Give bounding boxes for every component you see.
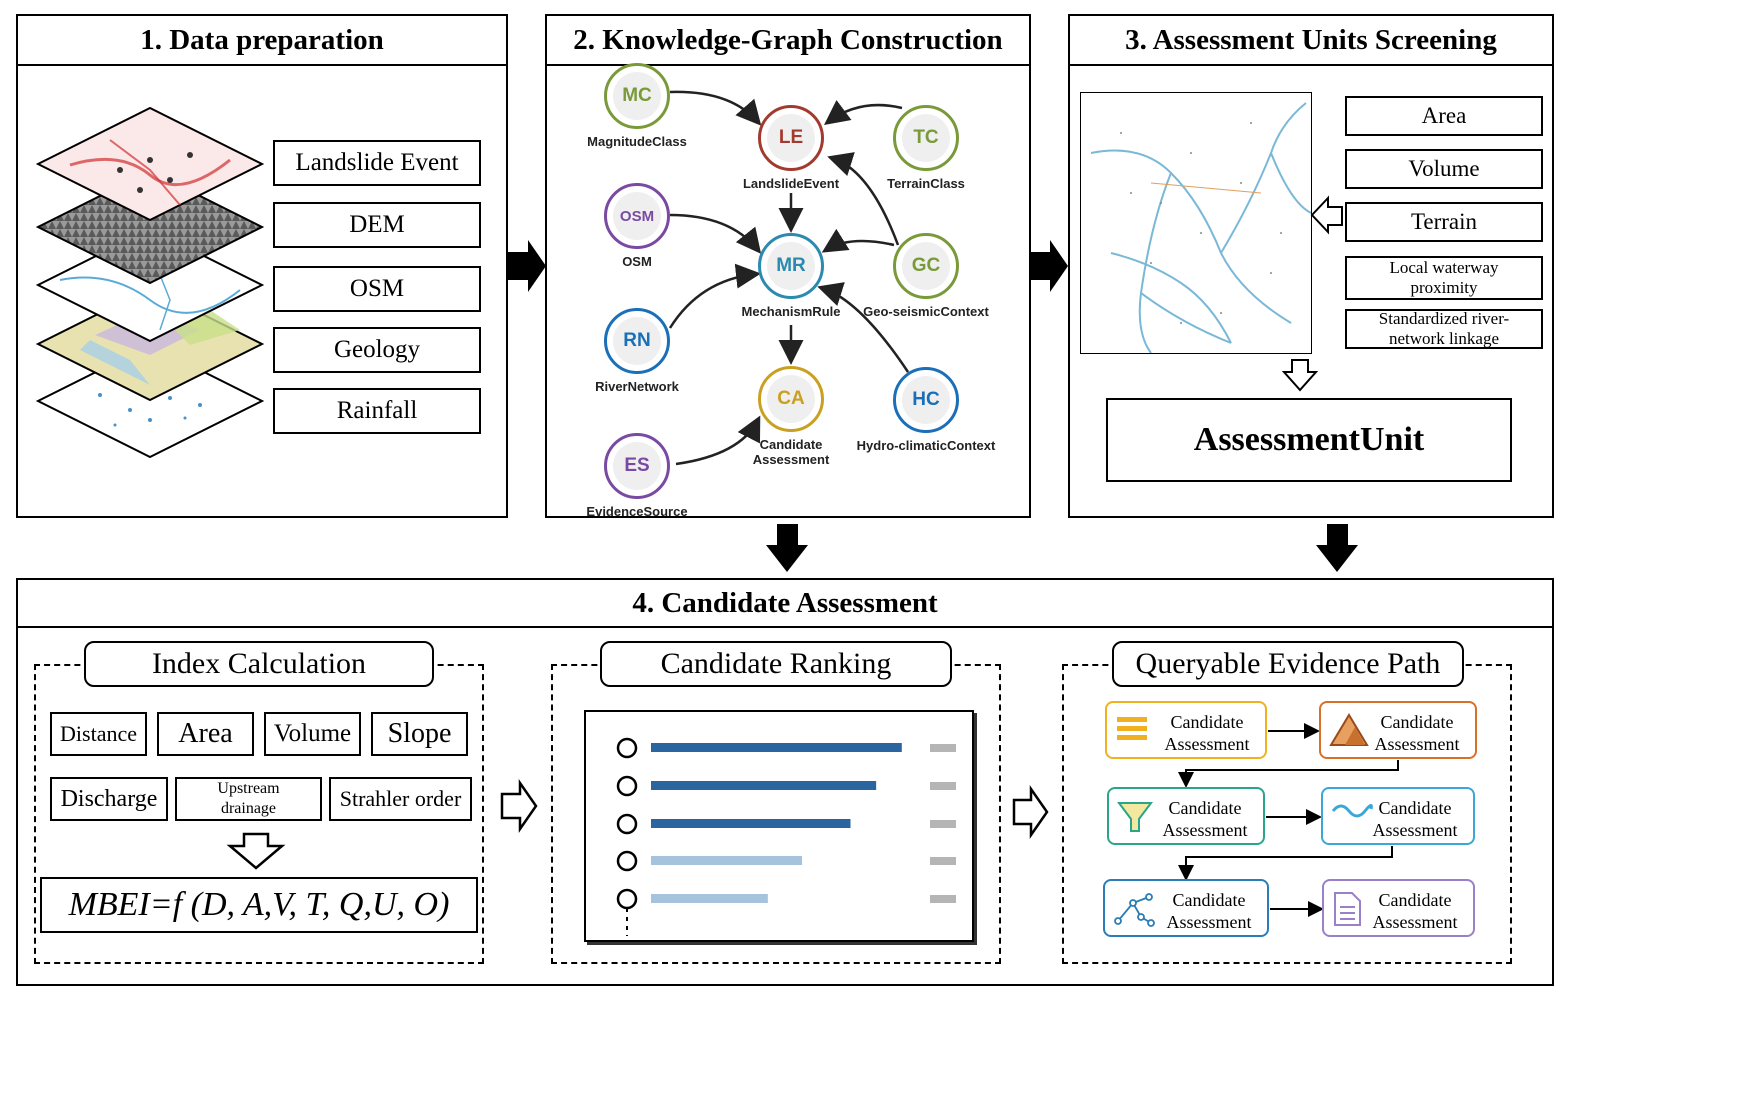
kg-node-osm: OSM [604,183,670,249]
kg-node-gc: GC [893,233,959,299]
rank-score-placeholder [930,744,956,752]
index-box: Strahler order [329,777,472,821]
kg-node-label: Geo-seismicContext [863,304,989,319]
kg-node-label: LandslideEvent [742,176,840,191]
kg-node-mr: MR [758,233,824,299]
kg-node-label: OSM [622,254,652,269]
rank-bar [651,894,768,903]
kg-node-label: Hydro-climaticContext [856,438,996,453]
evidence-path-title: Queryable Evidence Path [1112,641,1464,687]
kg-node-abbr: ES [613,442,661,490]
kg-node-abbr: LE [767,114,815,162]
rank-bar [651,856,803,865]
rank-marker [616,737,638,759]
evidence-item: Candidate Assessment [1321,787,1475,845]
rank-marker [616,813,638,835]
evidence-item-label: Candidate Assessment [1164,712,1250,754]
layer-box: Landslide Event [273,140,481,186]
index-calculation-title: Index Calculation [84,641,434,687]
kg-node-abbr: CA [767,375,815,423]
rank-score-placeholder [930,820,956,828]
kg-node-label: EvidenceSource [586,504,688,519]
index-box: Discharge [50,777,168,821]
candidate-ranking-title: Candidate Ranking [600,641,952,687]
evidence-item: Candidate Assessment [1103,879,1269,937]
kg-node-abbr: GC [902,242,950,290]
rank-score-placeholder [930,857,956,865]
evidence-item-label: Candidate Assessment [1166,890,1252,932]
layer-box: Geology [273,327,481,373]
rank-bar [651,781,877,790]
panel-title: 3. Assessment Units Screening [1070,16,1552,66]
rank-marker [616,775,638,797]
kg-node-mc: MC [604,63,670,129]
evidence-item-label: Candidate Assessment [1162,798,1248,840]
rank-score-placeholder [930,895,956,903]
rank-bar [651,819,851,828]
kg-node-le: LE [758,105,824,171]
rank-marker [616,850,638,872]
kg-node-label: Candidate Assessment [752,437,830,467]
kg-node-es: ES [604,433,670,499]
rank-bar [651,743,902,752]
kg-node-abbr: MR [767,242,815,290]
kg-node-abbr: HC [902,376,950,424]
evidence-item-label: Candidate Assessment [1372,798,1458,840]
kg-node-tc: TC [893,105,959,171]
index-box: Area [157,712,254,756]
index-box: Volume [264,712,361,756]
criterion-box: Standardized river- network linkage [1345,309,1543,349]
kg-node-rn: RN [604,308,670,374]
panel-title: 1. Data preparation [18,16,506,66]
panel-title: 2. Knowledge-Graph Construction [547,16,1029,66]
kg-node-label: RiverNetwork [595,379,679,394]
evidence-item: Candidate Assessment [1107,787,1265,845]
rank-score-placeholder [930,782,956,790]
index-box: Upstream drainage [175,777,322,821]
layer-box: OSM [273,266,481,312]
index-box: Slope [371,712,468,756]
kg-node-abbr: OSM [613,192,661,240]
kg-node-label: MechanismRule [741,304,841,319]
criterion-box: Terrain [1345,202,1543,242]
kg-node-ca: CA [758,366,824,432]
layer-box: DEM [273,202,481,248]
criterion-box: Volume [1345,149,1543,189]
panel-title: 4. Candidate Assessment [18,580,1552,628]
assessment-unit-box: AssessmentUnit [1106,398,1512,482]
kg-node-hc: HC [893,367,959,433]
kg-node-abbr: TC [902,114,950,162]
criterion-box: Local waterway proximity [1345,256,1543,300]
index-box: Distance [50,712,147,756]
kg-node-abbr: MC [613,72,661,120]
kg-node-label: TerrainClass [887,176,965,191]
evidence-item-label: Candidate Assessment [1374,712,1460,754]
river-network-map [1080,92,1312,354]
mbei-formula: MBEI=f (D, A,V, T, Q,U, O) [40,877,478,933]
criterion-box: Area [1345,96,1543,136]
evidence-item: Candidate Assessment [1322,879,1475,937]
evidence-item: Candidate Assessment [1319,701,1477,759]
kg-node-label: MagnitudeClass [587,134,687,149]
kg-node-abbr: RN [613,317,661,365]
evidence-item: Candidate Assessment [1105,701,1267,759]
evidence-item-label: Candidate Assessment [1372,890,1458,932]
layer-box: Rainfall [273,388,481,434]
